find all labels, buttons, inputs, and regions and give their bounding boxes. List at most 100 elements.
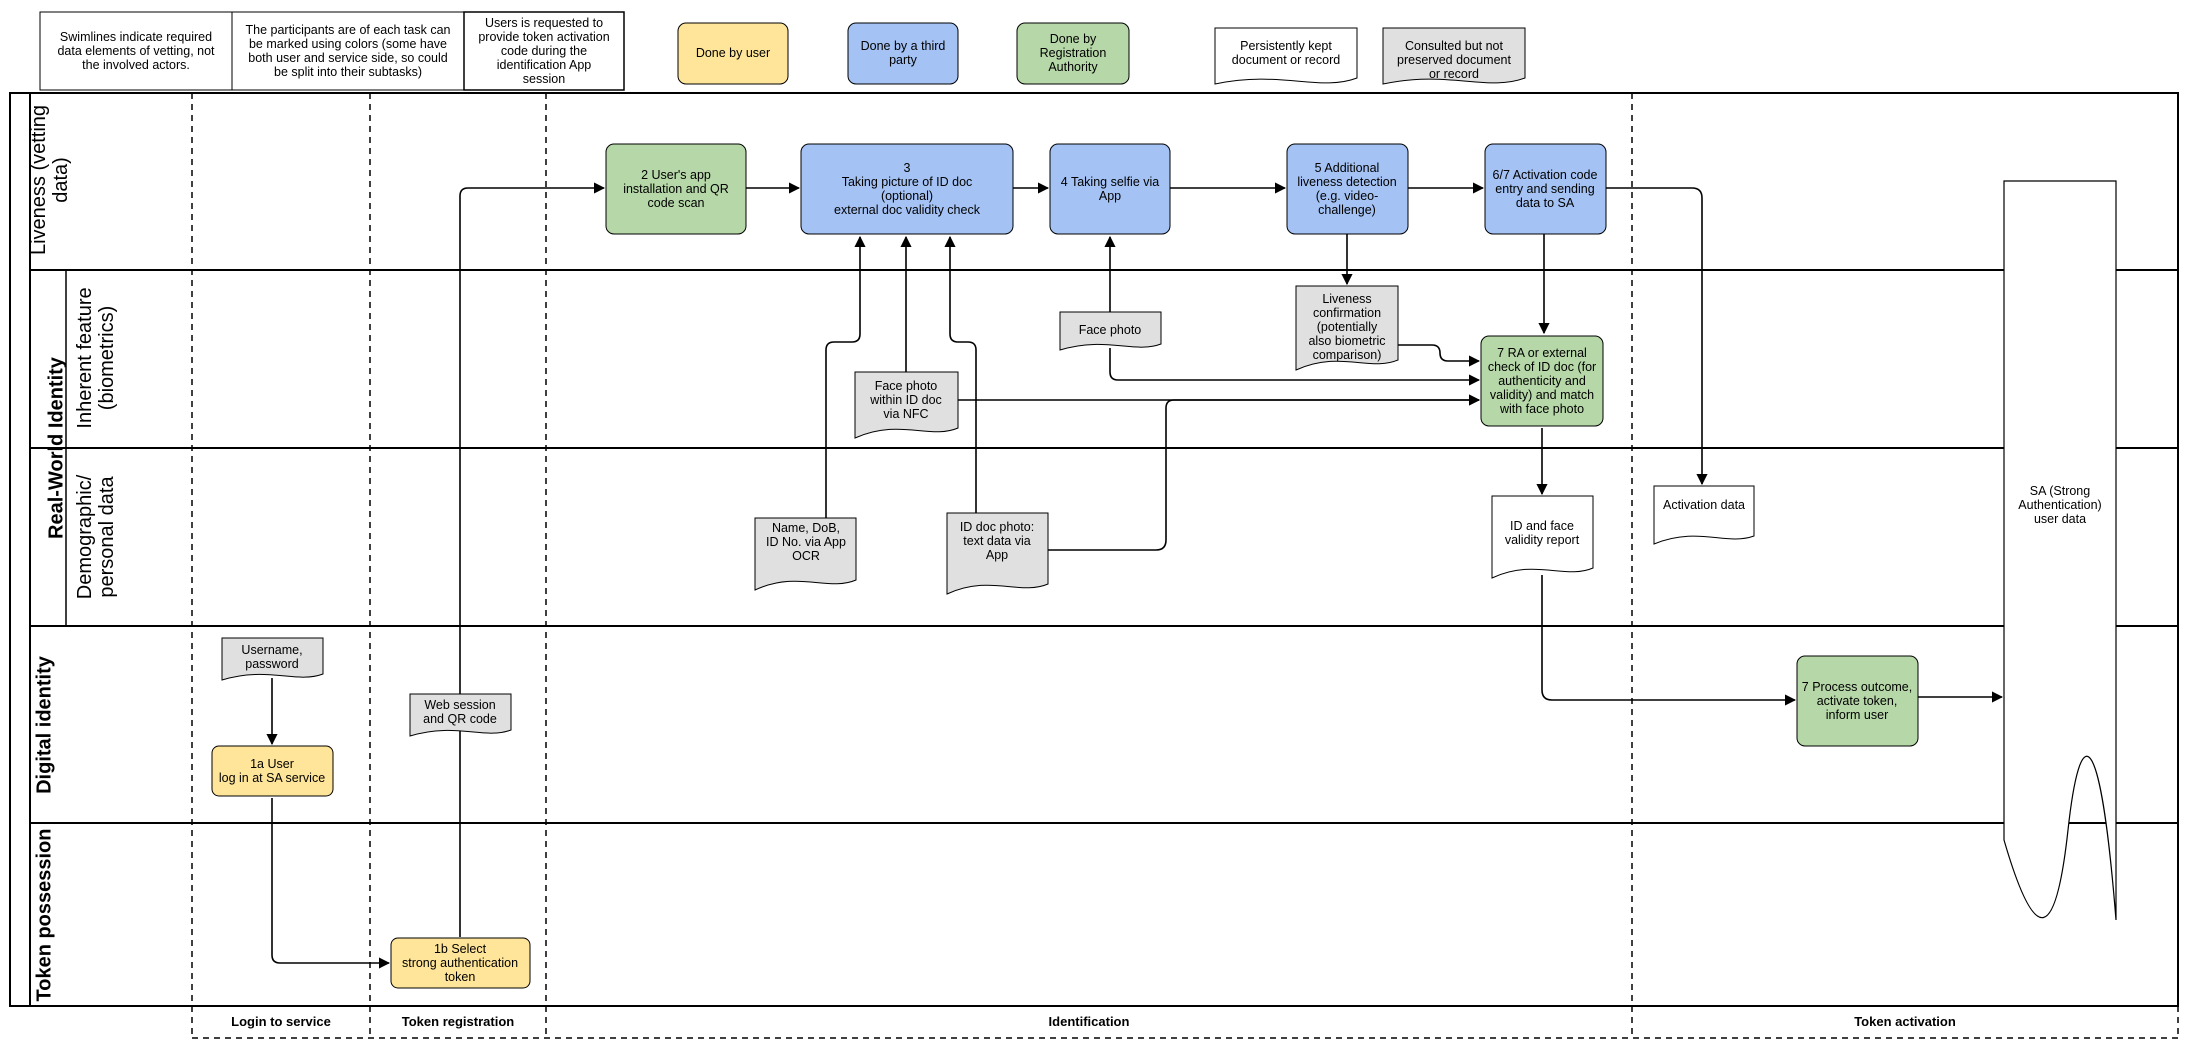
text-line: (optional) [881,189,933,203]
text-line: Users is requested to [485,16,603,30]
text-line: within ID doc [869,393,942,407]
text-line: data to SA [1516,196,1575,210]
text-line: Done by user [696,46,770,60]
text-line: (biometrics) [96,306,118,410]
text-line: code scan [648,196,705,210]
phase-identification: Identification [1049,1014,1130,1029]
phase-separators [191,93,2179,1039]
text-line: 7 RA or external [1497,346,1587,360]
text-line: log in at SA service [219,771,325,785]
text-line: Liveness (vetting [28,105,50,255]
text-line: challenge) [1318,203,1376,217]
text-line: The participants are of each task can [246,23,451,37]
text-line: (e.g. video- [1316,189,1379,203]
text-line: 1b Select [434,942,487,956]
text-line: ID No. via App [766,535,846,549]
doc-face-photo: Face photo [1059,311,1162,351]
text-line: party [889,53,918,67]
doc-face-photo-text: Face photo [1079,323,1142,337]
task-7-process-outcome: 7 Process outcome,activate token,inform … [1796,655,1919,747]
text-line: token [445,970,476,984]
text-line: Consulted but not [1405,39,1504,53]
text-line: Liveness [1322,292,1371,306]
text-line: strong authentication [402,956,518,970]
text-line: text data via [963,534,1030,548]
note-participants-text: The participants are of each task can be … [246,23,451,79]
task-7-process-text: 7 Process outcome,activate token,inform … [1802,680,1912,722]
text-line: 6/7 Activation code [1493,168,1598,182]
text-line: session [523,72,565,86]
lane-label-real-world-identity: Real-World Identity [45,356,67,539]
lane-label-liveness: Liveness (vettingdata) [28,105,72,255]
text-line: Persistently kept [1240,39,1332,53]
text-line: Username, [241,643,302,657]
phase-token-registration: Token registration [402,1014,515,1029]
text-line: confirmation [1313,306,1381,320]
text-line: liveness detection [1297,175,1396,189]
text-line: document or record [1232,53,1340,67]
text-line: Registration [1040,46,1107,60]
doc-activation-text: Activation data [1663,498,1745,512]
text-line: Face photo [875,379,938,393]
text-line: both user and service side, so could [248,51,447,65]
text-line: user data [2034,512,2086,526]
text-line: OCR [792,549,820,563]
text-line: validity report [1505,533,1580,547]
text-line: Demographic/ [74,474,96,599]
text-line: 2 User's app [641,168,711,182]
text-line: 3 [904,161,911,175]
text-line: installation and QR [623,182,729,196]
text-line: Swimlines indicate required [60,30,212,44]
text-line: Name, DoB, [772,521,840,535]
text-line: Done by [1050,32,1097,46]
text-line: ID and face [1510,519,1574,533]
text-line: data elements of vetting, not [57,44,215,58]
text-line: App [1099,189,1121,203]
doc-username-text: Username,password [241,643,302,671]
text-line: Authentication) [2018,498,2101,512]
lane-label-token-possession: Token possession [33,828,55,1001]
connectors [266,182,2004,969]
phase-token-activation: Token activation [1854,1014,1956,1029]
text-line: 5 Additional [1315,161,1380,175]
text-line: be split into their subtasks) [274,65,422,79]
text-line: 7 Process outcome, [1802,680,1912,694]
lane-label-demographic: Demographic/personal data [74,474,118,599]
text-line: App [986,548,1008,562]
text-line: 1a User [250,757,294,771]
text-line: and QR code [423,712,497,726]
pool [9,92,2179,1007]
text-line: SA (Strong [2030,484,2090,498]
text-line: Activation data [1663,498,1745,512]
text-line: activate token, [1817,694,1898,708]
text-line: the involved actors. [82,58,190,72]
text-line: Done by a third [861,39,946,53]
